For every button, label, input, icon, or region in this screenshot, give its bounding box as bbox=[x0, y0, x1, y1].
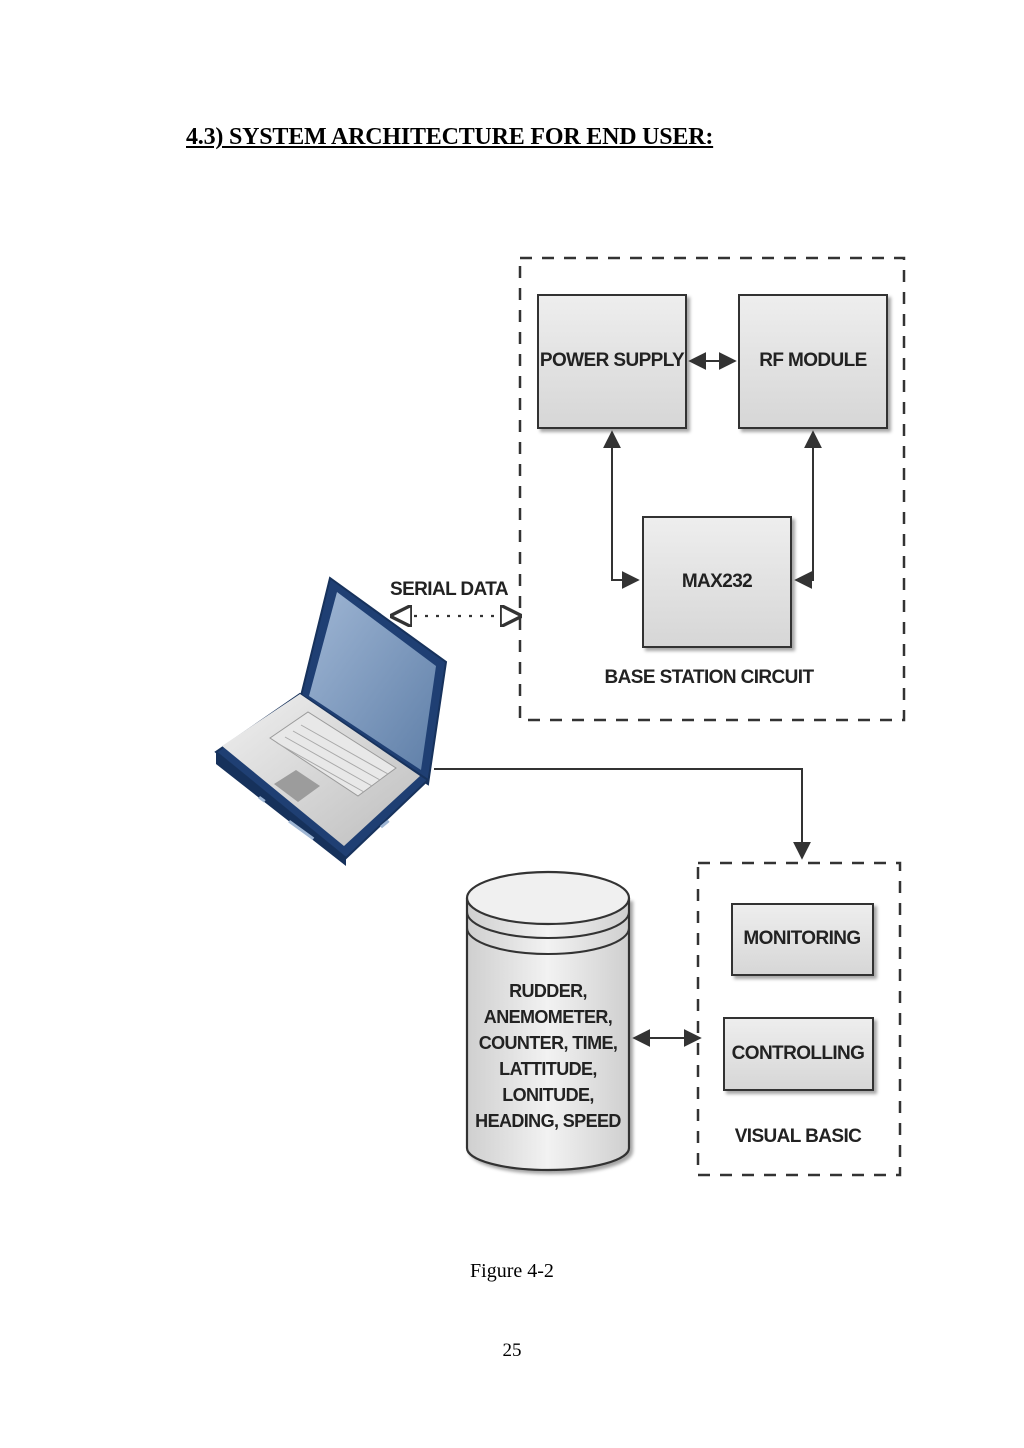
base-station-boundary bbox=[518, 256, 906, 722]
serial-data-link: SERIAL DATA bbox=[390, 579, 520, 616]
power-supply-label: POWER SUPPLY bbox=[540, 350, 685, 371]
max232-box: MAX232 bbox=[642, 516, 792, 648]
database-text: RUDDER, ANEMOMETER, COUNTER, TIME, LATTI… bbox=[475, 981, 622, 1131]
base-station-group: POWER SUPPLY RF MODULE MAX232 BASE STATI… bbox=[518, 256, 906, 722]
database-line: LONITUDE, bbox=[502, 1085, 594, 1105]
database-line: RUDDER, bbox=[509, 981, 587, 1001]
section-heading: 4.3) SYSTEM ARCHITECTURE FOR END USER: bbox=[186, 124, 714, 150]
database-line: COUNTER, TIME, bbox=[479, 1033, 618, 1053]
monitoring-box: MONITORING bbox=[731, 903, 874, 976]
visual-basic-group: MONITORING CONTROLLING VISUAL BASIC bbox=[696, 861, 902, 1177]
monitoring-label: MONITORING bbox=[743, 928, 860, 949]
controlling-label: CONTROLLING bbox=[732, 1043, 865, 1064]
database-cylinder: RUDDER, ANEMOMETER, COUNTER, TIME, LATTI… bbox=[465, 870, 631, 1172]
power-max232-arrow bbox=[603, 430, 640, 589]
max232-label: MAX232 bbox=[682, 571, 752, 592]
figure-caption: Figure 4-2 bbox=[470, 1260, 554, 1282]
base-station-label: BASE STATION CIRCUIT bbox=[605, 667, 815, 688]
laptop-icon bbox=[214, 576, 448, 866]
visual-basic-label: VISUAL BASIC bbox=[735, 1126, 862, 1147]
serial-data-label: SERIAL DATA bbox=[390, 579, 509, 600]
page-number: 25 bbox=[502, 1340, 522, 1361]
laptop-visual-basic-arrow bbox=[434, 768, 811, 860]
visual-basic-boundary bbox=[696, 861, 902, 1177]
rf-max232-arrow bbox=[794, 430, 822, 589]
rf-module-box: RF MODULE bbox=[738, 294, 888, 429]
database-line: LATTITUDE, bbox=[499, 1059, 597, 1079]
controlling-box: CONTROLLING bbox=[723, 1017, 874, 1091]
rf-module-label: RF MODULE bbox=[759, 350, 867, 371]
database-line: ANEMOMETER, bbox=[484, 1007, 612, 1027]
power-supply-box: POWER SUPPLY bbox=[537, 294, 687, 429]
database-line: HEADING, SPEED bbox=[475, 1111, 621, 1131]
